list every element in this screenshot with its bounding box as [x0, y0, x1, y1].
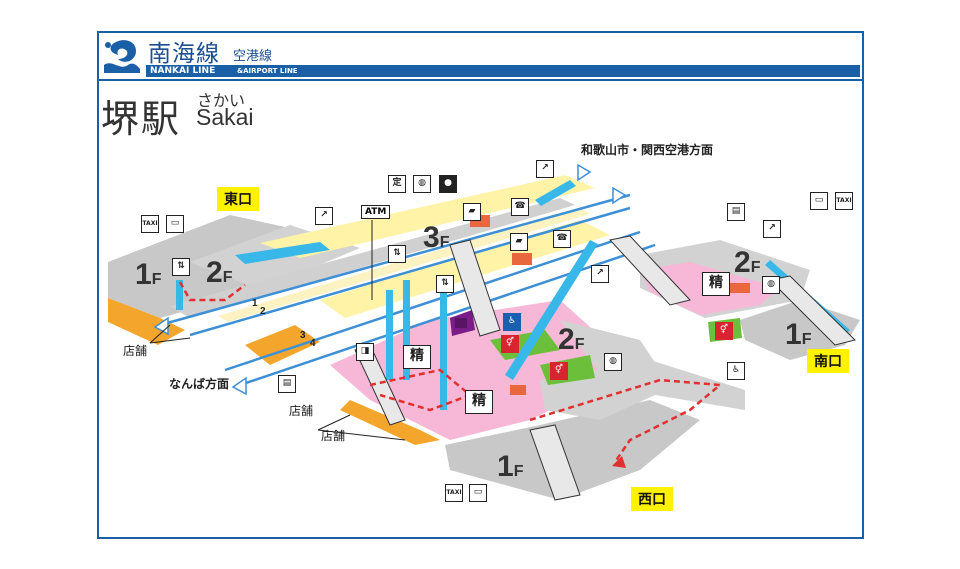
escalator-icon-north: ↗: [536, 160, 554, 178]
callout-shop-east-b: [149, 337, 191, 344]
platform-3f-a: [260, 175, 595, 258]
exit-east[interactable]: 東口: [217, 187, 259, 211]
floor-1f-west: [445, 400, 700, 500]
toilet-icon-2f: ⚥: [501, 335, 519, 353]
line-name-en: NANKAI LINE: [150, 66, 216, 76]
platform-4: 4: [310, 338, 316, 349]
taxi-icon-west: TAXI: [445, 484, 463, 502]
ticket-office-icon: ◍: [413, 175, 431, 193]
pillar: [455, 318, 467, 328]
stairs-south-2: [768, 275, 856, 346]
floor-label-3f: 3F: [423, 221, 450, 254]
elevator-icon-2f: ⇅: [436, 275, 454, 293]
atm-icon[interactable]: ATM: [361, 205, 391, 219]
line-sub-name: 空港線: [233, 49, 273, 64]
escalator-north: [535, 180, 576, 206]
elevator-icon-east: ⇅: [172, 258, 190, 276]
fare-adjustment-icon-a[interactable]: 精: [403, 345, 431, 369]
locker-icon: ▤: [278, 375, 296, 393]
rail-2: [189, 206, 631, 337]
escalator-east: [235, 242, 330, 264]
line-name: 南海線: [148, 41, 220, 67]
callout-shop-east-a: [149, 324, 171, 344]
platform-1: 1: [252, 298, 258, 309]
shop-label-lower: 店舗: [321, 429, 346, 443]
staff-icon: ●: [439, 175, 457, 193]
rail-4: [239, 243, 656, 387]
bus-icon-west: ▭: [469, 484, 487, 502]
route-east: [178, 281, 246, 302]
gate-2f: [510, 385, 526, 395]
stairs-west: [529, 424, 581, 501]
platform-2: 2: [260, 306, 266, 317]
exit-west[interactable]: 西口: [631, 487, 673, 511]
shop-label-east: 店舗: [123, 344, 148, 358]
locker-icon-south: ▤: [727, 203, 745, 221]
gate-3f-b: [512, 253, 532, 265]
exit-south[interactable]: 南口: [807, 349, 849, 373]
toilet-icon-2f-b: ⚥: [550, 362, 568, 380]
wheelchair-icon-2f: ♿: [503, 313, 521, 331]
platform-3f-c: [218, 208, 590, 322]
phone-icon-a: ☎: [511, 198, 529, 216]
route-west-arrow: [612, 456, 626, 468]
floor-label-1f-west: 1F: [497, 450, 524, 483]
fare-adjustment-icon-south[interactable]: 精: [702, 272, 730, 296]
shop-east-2: [245, 325, 320, 365]
escalator-3f-2f-a: [386, 290, 393, 380]
nankai-logo-icon: [104, 40, 140, 73]
escalator-icon-east: ↗: [315, 207, 333, 225]
station-name: 堺駅: [101, 97, 182, 141]
wheelchair-icon-west: ♿: [727, 362, 745, 380]
toilet-icon-south: ⚥: [715, 322, 733, 340]
escalator-1f-east: [176, 280, 183, 310]
direction-south: なんば方面: [169, 377, 230, 391]
info-icon-3f: 定: [388, 175, 406, 193]
elevator-icon-3f: ⇅: [388, 245, 406, 263]
shop-label-mid: 店舗: [289, 404, 314, 418]
arrow-south-2: [231, 376, 247, 396]
fare-adjustment-icon-b[interactable]: 精: [465, 390, 493, 414]
bus-icon-south: ▭: [810, 192, 828, 210]
ticket-office-icon-south: ◍: [762, 276, 780, 294]
line-sub-name-en: &AIRPORT LINE: [237, 67, 298, 75]
phone-icon-b: ☎: [553, 230, 571, 248]
header-divider: [99, 79, 862, 81]
escalator-3f-2f-c: [440, 290, 447, 410]
escalator-icon-mid: ↗: [591, 265, 609, 283]
stairs-north: [449, 239, 501, 337]
arrow-north-2: [612, 186, 627, 205]
platform-3: 3: [300, 330, 306, 341]
line-band: [146, 65, 860, 77]
floor-label-1f-east: 1F: [135, 258, 162, 291]
gate-south: [730, 283, 750, 293]
bus-icon-east: ▭: [166, 215, 184, 233]
floor-label-2f-south: 2F: [734, 246, 761, 279]
callout-shop-lower-b: [317, 429, 406, 441]
floor-label-1f-south: 1F: [785, 318, 812, 351]
taxi-icon-east: TAXI: [141, 215, 159, 233]
escalator-icon-south: ↗: [763, 220, 781, 238]
floor-label-2f-main: 2F: [558, 323, 585, 356]
callout-shop-lower-a: [317, 414, 351, 431]
arrow-north-1: [577, 163, 592, 182]
ticket-office-icon-2f: ◍: [604, 353, 622, 371]
escalator-3f-2f-b: [403, 280, 410, 380]
escalator-2f: [505, 240, 598, 380]
ticket-machine-icon-b: ▰: [510, 233, 528, 251]
route-west: [529, 378, 724, 463]
ticket-machine-icon-a: ▰: [463, 203, 481, 221]
taxi-icon-south: TAXI: [835, 192, 853, 210]
floor-label-2f-east: 2F: [206, 256, 233, 289]
stairs-south: [609, 235, 691, 306]
station-name-en: Sakai: [196, 104, 254, 130]
station-kana: さかい: [197, 91, 246, 110]
direction-north: 和歌山市・関西空港方面: [581, 143, 714, 157]
baggage-icon: ◨: [356, 343, 374, 361]
rail-3: [224, 230, 641, 372]
